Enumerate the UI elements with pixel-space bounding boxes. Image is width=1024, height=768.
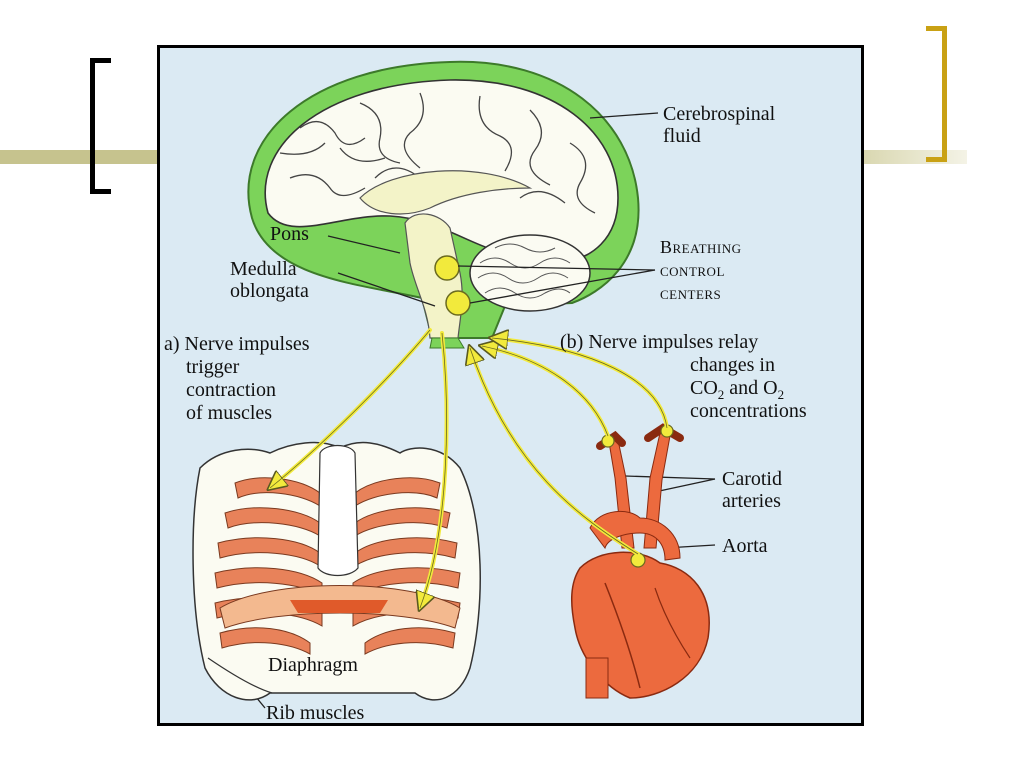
title-rule-right — [862, 150, 967, 164]
rib-cage — [192, 441, 481, 701]
label-b-line1: (b) Nerve impulses relay — [560, 331, 759, 353]
medulla-leader — [337, 272, 436, 307]
label-pons: Pons — [270, 223, 309, 245]
label-centers: centers — [660, 283, 722, 303]
carotid-leader-1 — [624, 475, 716, 480]
cerebellum — [469, 234, 591, 312]
pons-center-dot — [434, 255, 460, 281]
medulla-center-dot — [445, 290, 471, 316]
diagram-artwork — [192, 60, 716, 709]
label-b-line2: changes in — [690, 354, 775, 376]
title-rule-left — [0, 150, 160, 164]
breathing-control-diagram: Cerebrospinal fluid Pons Medulla oblonga… — [157, 45, 864, 726]
label-oblongata: oblongata — [230, 280, 309, 302]
label-b-line3: CO2 and O2 — [690, 377, 785, 402]
label-a-line3: contraction — [186, 379, 276, 401]
label-medulla: Medulla — [230, 258, 297, 280]
label-aorta: Aorta — [722, 535, 768, 557]
label-a-line2: trigger — [186, 356, 240, 378]
label-a-line1: a) Nerve impulses — [164, 333, 310, 355]
label-carotid: Carotid — [722, 468, 782, 490]
label-rib-muscles: Rib muscles — [266, 702, 365, 724]
aortic-arch — [589, 510, 681, 561]
label-cerebrospinal: Cerebrospinal — [663, 103, 776, 125]
heart-and-arteries — [570, 423, 710, 699]
pons-leader — [327, 235, 401, 254]
label-control: control — [660, 260, 725, 280]
label-b-line4: concentrations — [690, 400, 807, 422]
csf-leader — [589, 112, 659, 119]
corpus-callosum — [359, 170, 533, 215]
label-a-line4: of muscles — [186, 402, 273, 424]
label-breathing: Breathing — [660, 237, 742, 257]
label-arteries: arteries — [722, 490, 781, 512]
left-bracket — [90, 58, 111, 194]
label-diaphragm: Diaphragm — [268, 654, 358, 676]
label-fluid: fluid — [663, 125, 701, 147]
right-bracket — [926, 26, 947, 162]
bcc-leader-1 — [457, 265, 656, 271]
bcc-leader-2 — [469, 269, 656, 304]
